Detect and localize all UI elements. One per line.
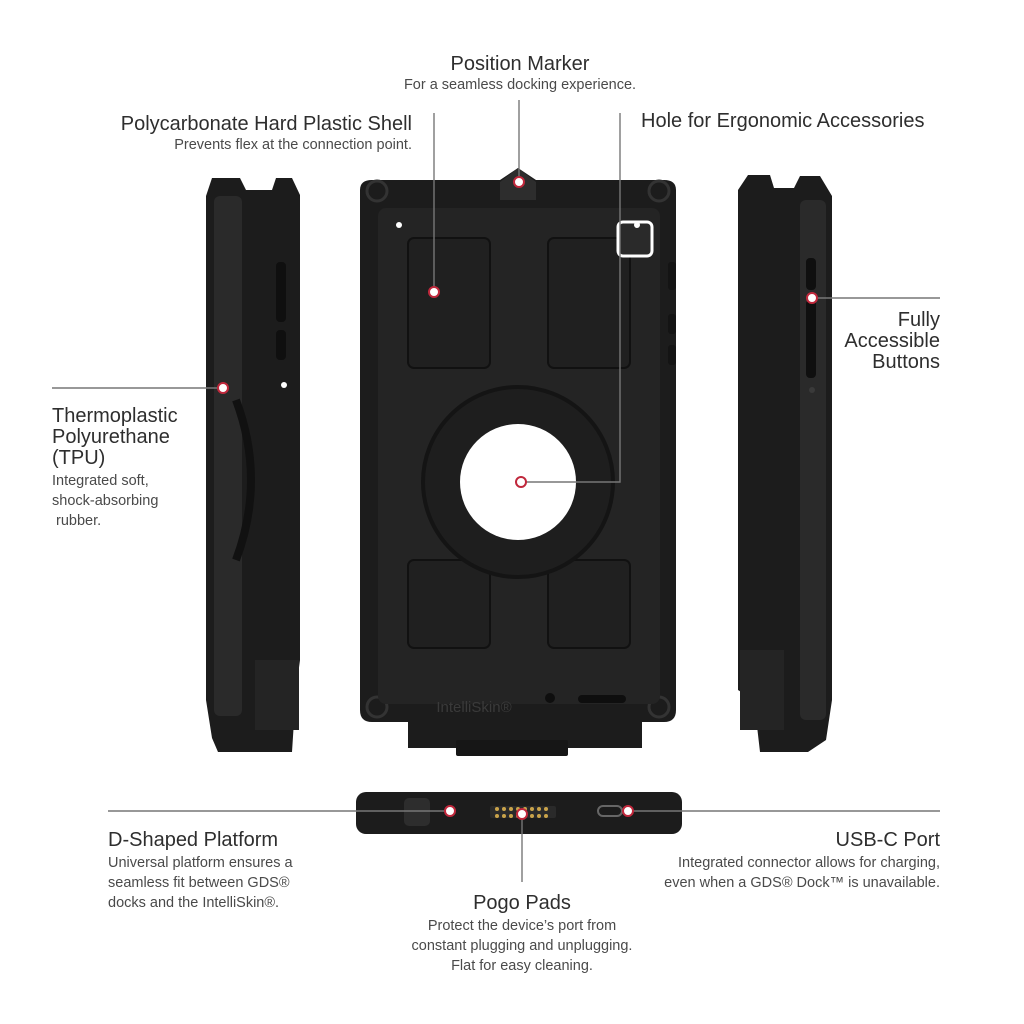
callout-usbc-port: USB-C Port Integrated connector allows f… (600, 830, 940, 893)
callout-position-marker: Position Marker For a seamless docking e… (370, 54, 670, 95)
d-platform-desc-line-1: Universal platform ensures a (108, 855, 293, 871)
polycarbonate-desc: Prevents flex at the connection point. (174, 137, 412, 153)
callout-ergonomic-hole: Hole for Ergonomic Accessories (641, 111, 924, 132)
callout-accessible-buttons: Fully Accessible Buttons (790, 310, 940, 373)
tpu-title-line-3: (TPU) (52, 447, 106, 469)
tpu-desc-line-1: Integrated soft, (52, 473, 149, 489)
tpu-desc-line-3: rubber. (52, 513, 102, 529)
tpu-title-line-2: Polyurethane (52, 426, 170, 448)
brand-mark: IntelliSkin® (436, 699, 511, 716)
callout-d-shaped-platform: D-Shaped Platform Universal platform ens… (108, 830, 293, 913)
position-marker-desc: For a seamless docking experience. (403, 77, 637, 93)
tpu-title-line-1: Thermoplastic (52, 405, 178, 427)
pogo-desc-line-3: Flat for easy cleaning. (451, 958, 593, 974)
buttons-title-line-2: Accessible (844, 330, 940, 352)
buttons-title-line-1: Fully (897, 309, 940, 331)
d-platform-title: D-Shaped Platform (108, 829, 279, 851)
case-back-view (360, 168, 676, 756)
leader-lines (52, 100, 940, 882)
callout-pogo-pads: Pogo Pads Protect the device’s port from… (372, 893, 672, 976)
d-platform-desc-line-2: seamless fit between GDS® (108, 875, 290, 891)
case-left-side-view (206, 178, 300, 752)
callout-tpu: Thermoplastic Polyurethane (TPU) Integra… (52, 406, 178, 531)
ergonomic-hole-title: Hole for Ergonomic Accessories (641, 110, 925, 132)
usbc-desc-line-1: Integrated connector allows for charging… (678, 855, 940, 871)
tpu-desc-line-2: shock-absorbing (52, 493, 159, 509)
case-right-side-view (738, 175, 832, 752)
usbc-title: USB-C Port (835, 829, 940, 851)
d-platform-desc-line-3: docks and the IntelliSkin®. (108, 895, 280, 911)
callout-markers (217, 176, 818, 820)
polycarbonate-title: Polycarbonate Hard Plastic Shell (120, 113, 412, 135)
pogo-desc-line-2: constant plugging and unplugging. (411, 938, 633, 954)
usbc-desc-line-2: even when a GDS® Dock™ is unavailable. (664, 875, 940, 891)
pogo-title: Pogo Pads (473, 892, 571, 914)
callout-polycarbonate-shell: Polycarbonate Hard Plastic Shell Prevent… (60, 114, 412, 155)
buttons-title-line-3: Buttons (872, 351, 940, 373)
pogo-desc-line-1: Protect the device’s port from (427, 918, 617, 934)
position-marker-title: Position Marker (450, 53, 590, 75)
